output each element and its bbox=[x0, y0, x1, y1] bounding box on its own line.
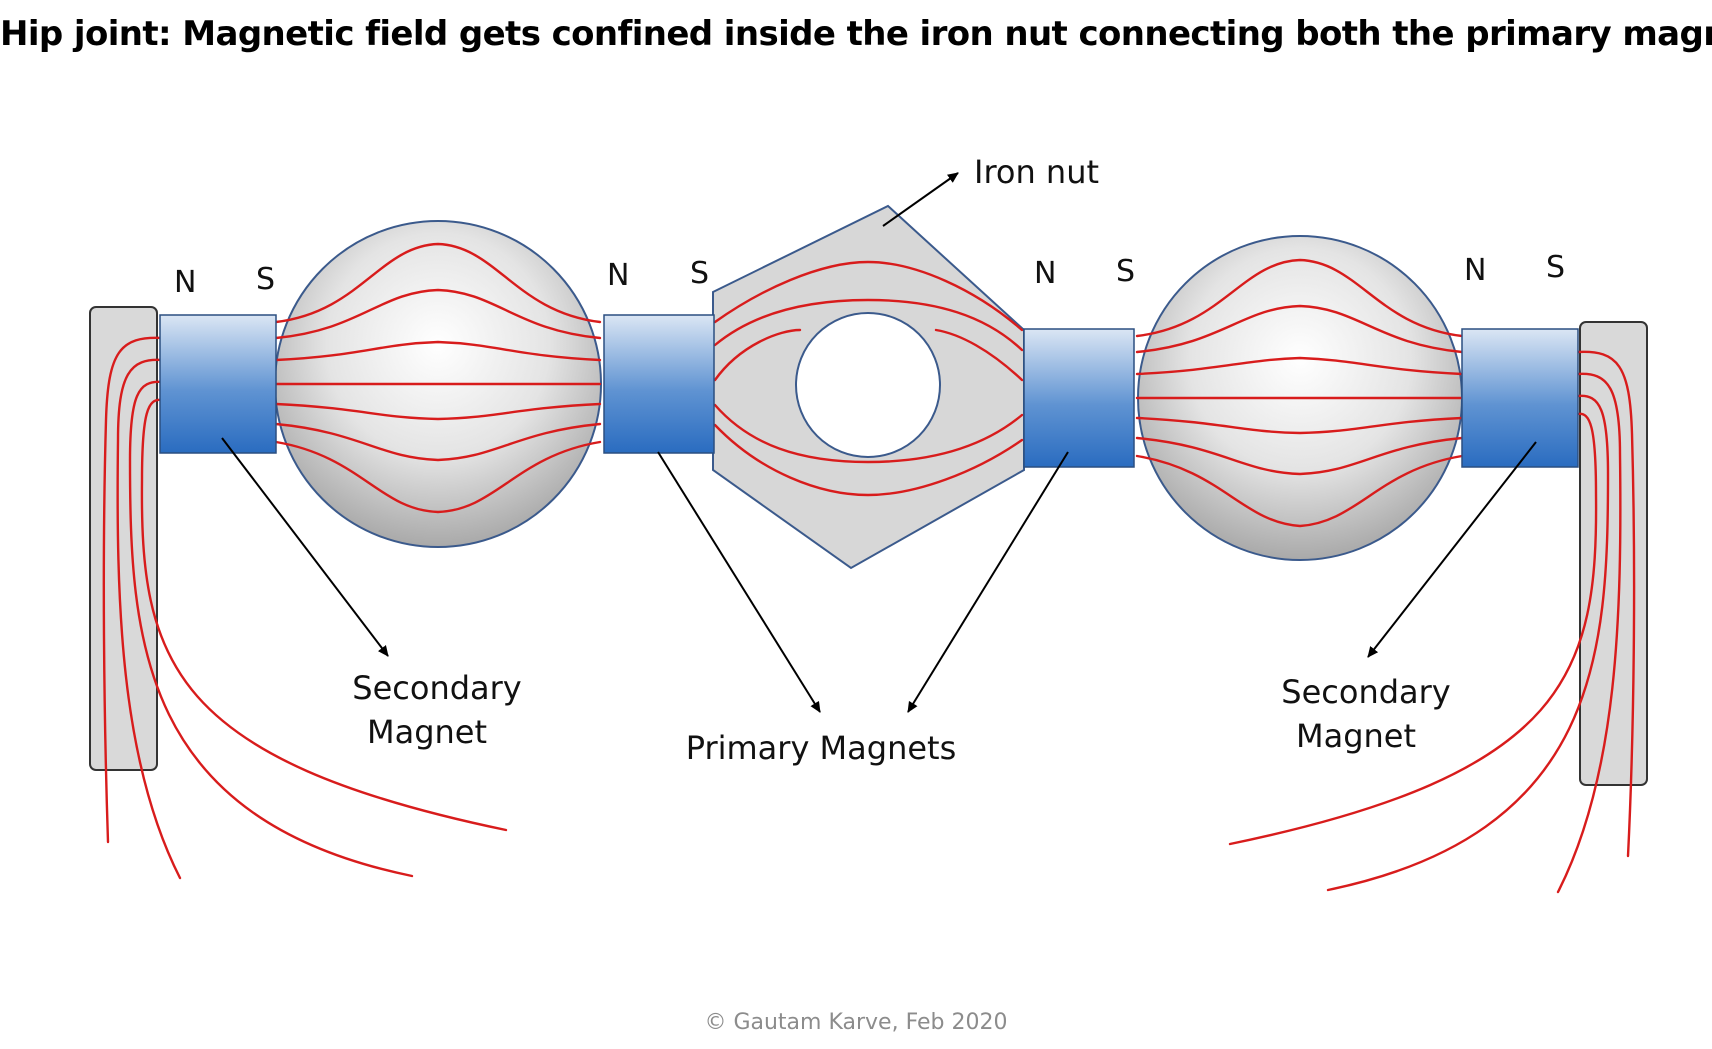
page-title: Hip joint: Magnetic field gets confined … bbox=[0, 14, 1712, 54]
label-primary-magnets: Primary Magnets bbox=[686, 729, 957, 767]
right-secondary-magnet bbox=[1461, 328, 1579, 468]
pole-label-s-1: S bbox=[256, 262, 275, 297]
pole-label-n-1: N bbox=[174, 265, 196, 300]
label-secondary-right-line2: Magnet bbox=[1296, 717, 1416, 755]
left-primary-magnet bbox=[603, 314, 715, 454]
pole-label-s-2: S bbox=[690, 256, 709, 291]
arrow-left-primary bbox=[657, 451, 821, 713]
left-secondary-magnet bbox=[159, 314, 277, 454]
label-secondary-left-line1: Secondary bbox=[352, 669, 521, 707]
iron-nut-hole bbox=[795, 312, 941, 458]
label-secondary-left-line2: Magnet bbox=[367, 713, 487, 751]
arrow-iron-nut bbox=[882, 172, 959, 227]
pole-label-n-2: N bbox=[607, 258, 629, 293]
field-lines-left-bracket bbox=[102, 336, 508, 880]
arrow-left-secondary bbox=[221, 437, 389, 657]
pole-label-s-3: S bbox=[1116, 254, 1135, 289]
arrow-right-primary bbox=[907, 451, 1069, 713]
pole-label-n-4: N bbox=[1464, 253, 1486, 288]
field-lines-iron-nut bbox=[713, 260, 1024, 497]
right-bracket bbox=[1579, 321, 1648, 786]
pole-label-s-4: S bbox=[1546, 250, 1565, 285]
copyright-credit: © Gautam Karve, Feb 2020 bbox=[704, 1010, 1008, 1035]
right-primary-magnet bbox=[1023, 328, 1135, 468]
arrow-right-secondary bbox=[1367, 441, 1537, 658]
field-lines-right-ball bbox=[1135, 258, 1464, 528]
label-iron-nut: Iron nut bbox=[974, 153, 1099, 191]
field-lines-right-bracket bbox=[1228, 350, 1636, 894]
left-bracket bbox=[89, 306, 158, 771]
pole-label-n-3: N bbox=[1034, 256, 1056, 291]
label-secondary-right-line1: Secondary bbox=[1281, 673, 1450, 711]
field-lines-left-ball bbox=[274, 242, 602, 514]
